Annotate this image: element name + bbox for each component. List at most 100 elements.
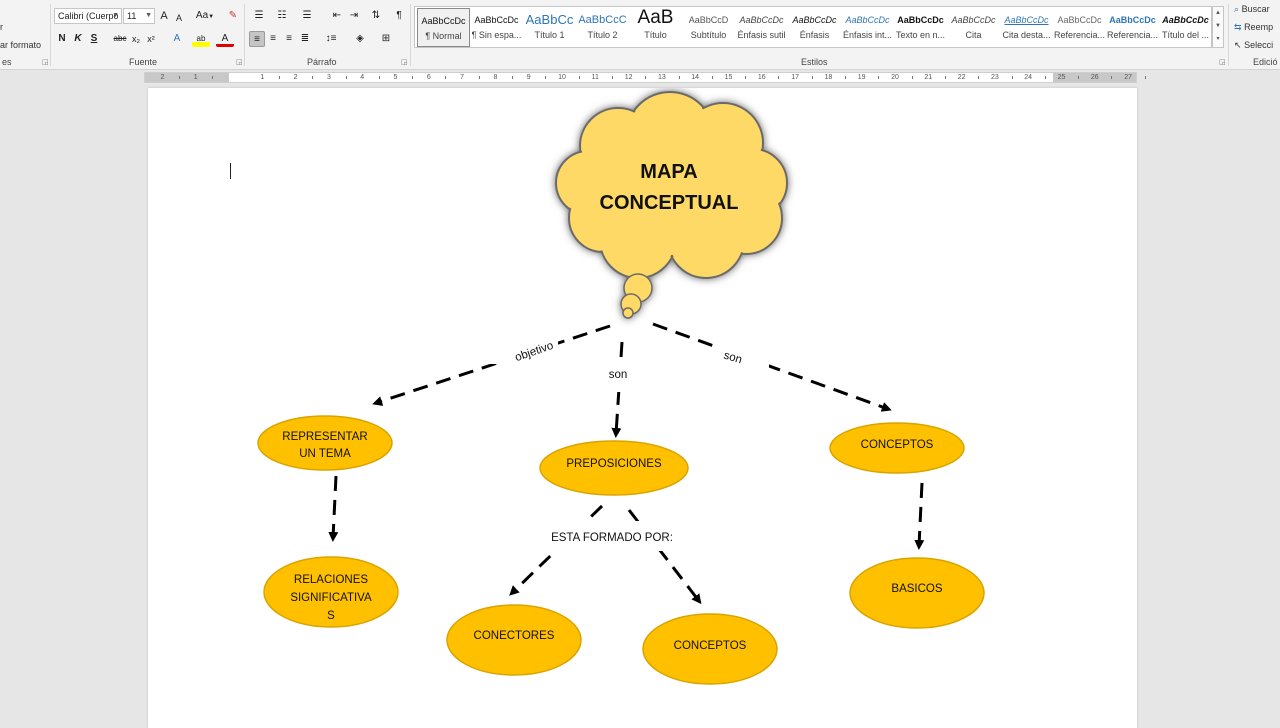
style-sample: AaBbCcC [578,14,627,26]
ruler-tick [1111,76,1113,79]
document-page[interactable]: MAPA CONCEPTUAL objetivo son son ESTA FO… [148,88,1137,728]
format-painter-button[interactable]: ar formato [0,40,42,50]
cloud-shape [555,91,788,319]
select-button[interactable]: ↖ Selecci [1234,40,1273,51]
ruler-tick [345,76,347,79]
shrink-font-button[interactable]: A [175,13,182,23]
connector-son-center[interactable] [611,341,624,438]
increase-indent-icon[interactable]: ⇥ [349,10,359,21]
style-sample: AaBbCcDc [951,15,996,25]
replace-button[interactable]: ⇆ Reemp [1234,22,1273,33]
ruler-left-margin [145,73,229,82]
strikethrough-button[interactable]: abc [113,34,127,43]
ruler-number: 14 [691,74,700,81]
gallery-scroll[interactable]: ▲ ▼ ▾ [1212,6,1224,48]
style-item[interactable]: AaBbCcDc¶ Sin espa... [470,8,523,47]
sort-icon[interactable]: ⇅ [371,10,381,21]
connector-son-right[interactable] [652,322,892,412]
bullets-icon[interactable]: ☰ [254,10,264,21]
change-case-button[interactable]: Aa▼ [194,8,216,24]
font-group-label: Fuente [129,57,158,67]
node-relaciones[interactable]: RELACIONES SIGNIFICATIVA S [263,556,399,628]
title-cloud[interactable] [555,91,788,319]
grow-font-button[interactable]: A [160,10,168,22]
ruler-tick [512,76,514,79]
line-spacing-icon[interactable]: ↕≡ [325,33,337,44]
subscript-button[interactable]: x₂ [132,34,140,44]
connector-objetivo[interactable] [372,324,611,406]
justify-icon[interactable]: ≣ [300,33,310,44]
connector-representar-relaciones[interactable] [328,475,339,542]
connector-conceptos-basicos[interactable] [914,482,925,550]
ruler-number: 8 [493,74,498,81]
ruler-number: 19 [857,74,866,81]
highlight-icon[interactable]: ab [192,31,210,47]
align-left-icon[interactable]: ≡ [249,31,265,47]
numbering-icon[interactable]: ☷ [277,10,287,21]
decrease-indent-icon[interactable]: ⇤ [332,10,342,21]
font-size-combo[interactable]: 11 ▼ [123,8,155,24]
style-sample: AaBbCcDc [1004,15,1049,25]
align-center-icon[interactable]: ≡ [270,33,276,44]
node-preposiciones[interactable]: PREPOSICIONES [539,440,689,496]
label-son-center: son [609,369,628,381]
chevron-up-icon[interactable]: ▲ [1215,10,1221,16]
cloud-title-line1: MAPA [640,161,697,183]
ruler-tick [645,76,647,79]
show-marks-button[interactable]: ¶ [396,10,402,21]
font-launcher-icon[interactable]: ◲ [236,59,243,66]
style-name: Énfasis sutil [737,30,786,40]
clear-format-icon[interactable]: ✎ [228,10,238,21]
text-effects-icon[interactable]: A [173,33,181,44]
node-representar-line2: UN TEMA [299,448,351,460]
shading-icon[interactable]: ◈ [356,33,364,44]
multilevel-list-icon[interactable]: ☰ [302,10,312,21]
clipboard-launcher-icon[interactable]: ◲ [42,59,49,66]
underline-button[interactable]: S [90,33,98,44]
more-icon[interactable]: ▾ [1216,36,1220,42]
style-name: Subtítulo [690,30,727,40]
style-sample: AaBbCcDc [474,15,519,25]
paragraph-launcher-icon[interactable]: ◲ [401,59,408,66]
node-representar[interactable]: REPRESENTAR UN TEMA [257,415,393,471]
ruler-number: 4 [360,74,365,81]
styles-launcher-icon[interactable]: ◲ [1219,59,1226,66]
font-name-combo[interactable]: Calibri (Cuerpo ▼ [54,8,122,24]
connector-preposiciones-conceptos[interactable] [627,509,702,605]
borders-icon[interactable]: ⊞ [381,33,391,44]
node-conceptos-center[interactable]: CONCEPTOS [642,613,778,685]
ruler-tick [845,76,847,79]
ruler-tick [778,76,780,79]
find-button[interactable]: ⌕ Buscar [1234,4,1270,15]
separator [410,4,411,66]
superscript-button[interactable]: x² [147,34,155,44]
align-right-icon[interactable]: ≡ [286,33,292,44]
thought-bubble [622,307,634,319]
style-item[interactable]: AaBbCcDc¶ Normal [417,8,470,47]
chevron-down-icon[interactable]: ▼ [1215,23,1221,29]
label-son-right: son [722,350,743,367]
node-basicos[interactable]: BASICOS [849,557,985,629]
node-preposiciones-label: PREPOSICIONES [566,458,662,470]
italic-button[interactable]: K [74,33,82,44]
ruler-tick [911,76,913,79]
node-conectores[interactable]: CONECTORES [446,604,582,676]
style-name: Título 1 [534,30,565,40]
node-conceptos-right[interactable]: CONCEPTOS [829,422,965,474]
font-color-button[interactable]: A [216,31,234,47]
bold-button[interactable]: N [58,33,66,44]
